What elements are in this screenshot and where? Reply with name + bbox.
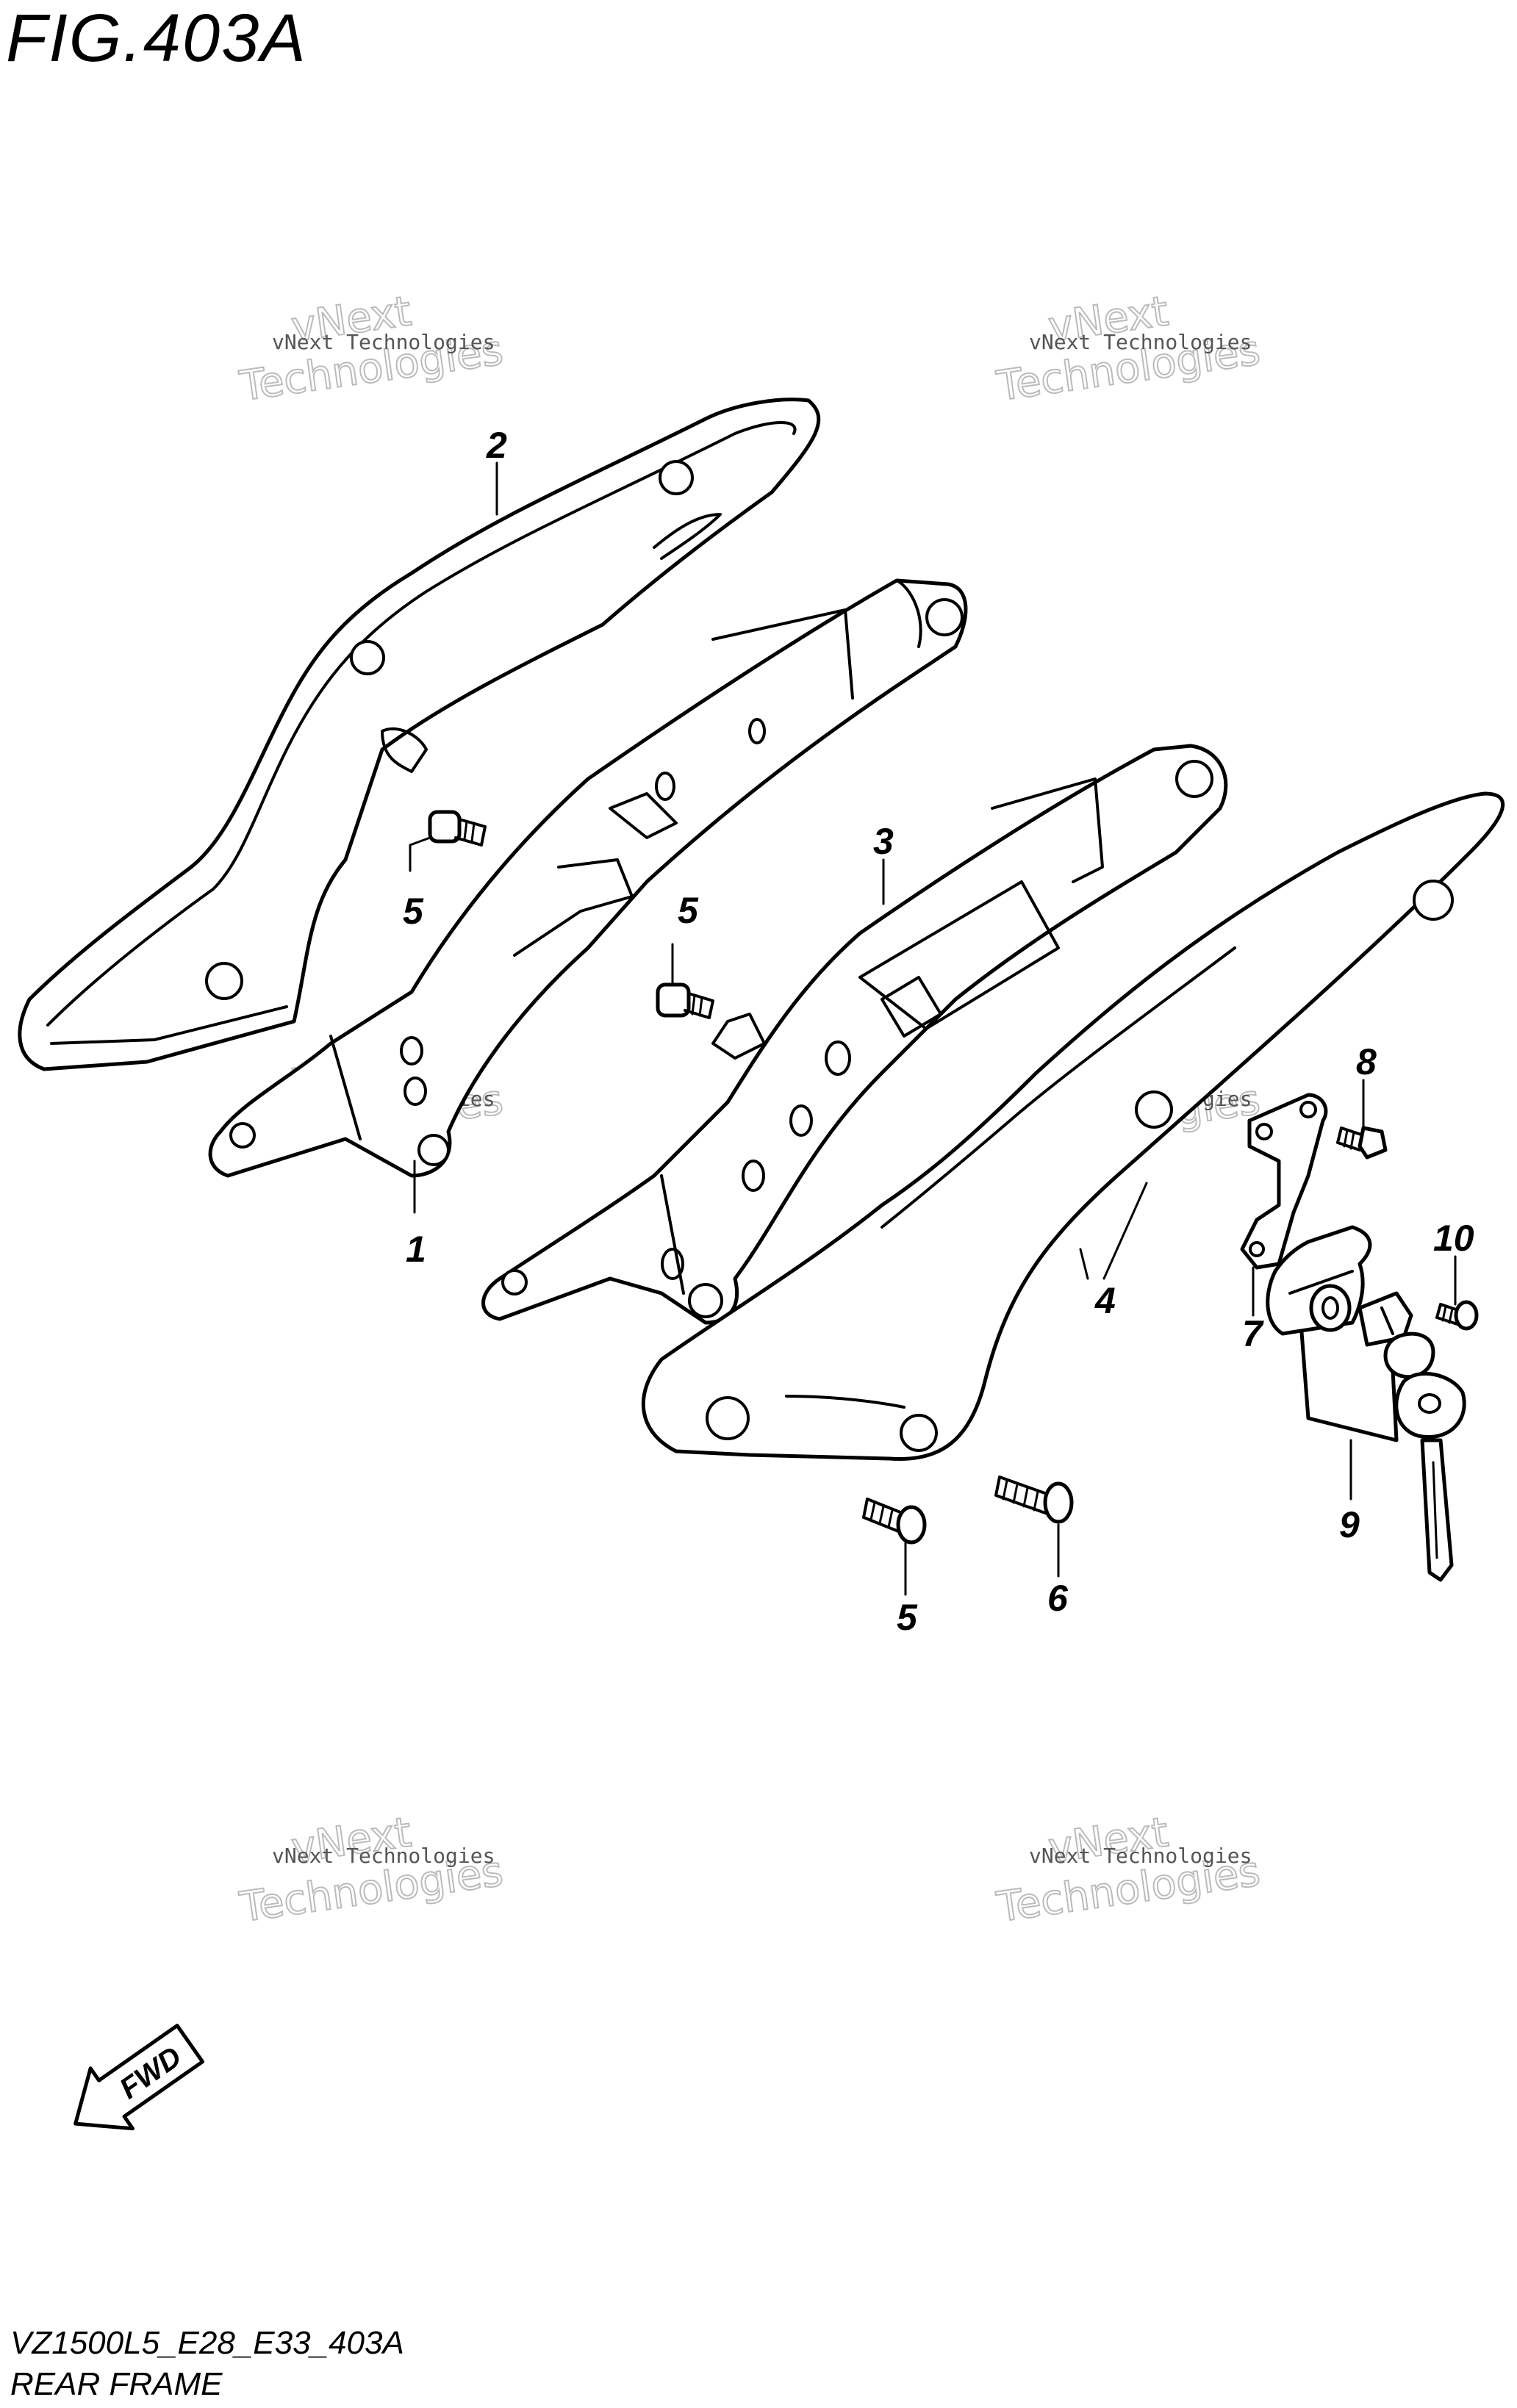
mount-hole — [925, 598, 964, 636]
mount-hole — [688, 1283, 723, 1318]
mount-hole — [417, 1134, 450, 1166]
callout-10: 10 — [1433, 1218, 1474, 1259]
model-code: VZ1500L5_E28_E33_403A — [10, 2325, 404, 2361]
mount-hole — [1135, 1090, 1173, 1129]
bolt-8 — [1336, 1126, 1388, 1160]
bracket-hole — [1299, 1101, 1317, 1118]
part-2-left-cover — [18, 398, 821, 1071]
leader-4-ext — [1102, 1182, 1148, 1280]
key-blade — [1420, 1438, 1454, 1582]
part-9-helmet-lock — [1266, 1225, 1466, 1582]
leader-4 — [1079, 1248, 1089, 1280]
watermark-top-right: vNext Technologies — [993, 287, 1263, 411]
mount-hole — [1175, 760, 1213, 798]
callout-3: 3 — [873, 821, 894, 862]
part-7-lock-bracket — [1240, 1093, 1328, 1270]
part-3-right-bracket — [481, 744, 1228, 1325]
mount-hole — [350, 640, 385, 675]
bracket-hole — [1255, 1123, 1273, 1140]
key-ring-hole — [1418, 1393, 1441, 1414]
part-4-right-cover — [641, 791, 1505, 1462]
slot-hole — [825, 1041, 851, 1076]
mount-hole — [205, 962, 243, 1000]
leader-5a-tip — [409, 836, 431, 847]
callout-5-lower: 5 — [897, 1597, 918, 1638]
bracket-hole — [1249, 1241, 1265, 1257]
watermark-text: vNext Technologies — [1029, 1844, 1252, 1868]
bolt-5-lower — [862, 1498, 927, 1545]
callout-2: 2 — [486, 425, 507, 466]
watermark-text: vNext Technologies — [272, 1844, 495, 1868]
keyhole-icon — [1321, 1296, 1339, 1320]
slot-hole — [748, 718, 766, 744]
fwd-arrow-icon — [73, 2024, 205, 2131]
callout-4: 4 — [1094, 1280, 1116, 1321]
mount-hole — [229, 1122, 256, 1149]
part-1-left-bracket — [208, 578, 968, 1178]
mount-hole — [1413, 880, 1454, 921]
callout-5-middle: 5 — [678, 890, 699, 931]
fwd-direction-indicator: FWD — [73, 2024, 205, 2131]
watermark-text: vNext Technologies — [1029, 330, 1252, 354]
callout-labels: 2 5 1 3 5 4 8 7 10 9 5 6 — [403, 425, 1474, 1638]
slot-hole — [789, 1104, 813, 1137]
callout-1: 1 — [406, 1229, 426, 1270]
bolt-10 — [1435, 1300, 1479, 1331]
mount-hole — [501, 1269, 528, 1295]
watermark-text: vNext Technologies — [272, 330, 495, 354]
slot-hole — [655, 772, 675, 801]
key-ring — [1383, 1331, 1435, 1379]
section-name: REAR FRAME — [10, 2366, 223, 2402]
mount-hole — [706, 1396, 750, 1440]
figure-title: FIG.403A — [6, 1, 307, 76]
callout-6: 6 — [1047, 1578, 1069, 1619]
callout-9: 9 — [1339, 1504, 1360, 1545]
callout-8: 8 — [1356, 1041, 1377, 1082]
bolt-5-upper — [428, 810, 487, 847]
callout-7: 7 — [1242, 1313, 1264, 1354]
bolt-6 — [994, 1476, 1074, 1524]
slot-hole — [404, 1077, 427, 1106]
mount-hole — [900, 1414, 938, 1452]
leader-lines — [409, 461, 1457, 1596]
callout-5-upper: 5 — [403, 891, 424, 932]
bolt-5-middle — [656, 982, 714, 1019]
slot-hole — [742, 1160, 765, 1192]
mount-hole — [659, 460, 694, 495]
slot-hole — [400, 1036, 423, 1065]
